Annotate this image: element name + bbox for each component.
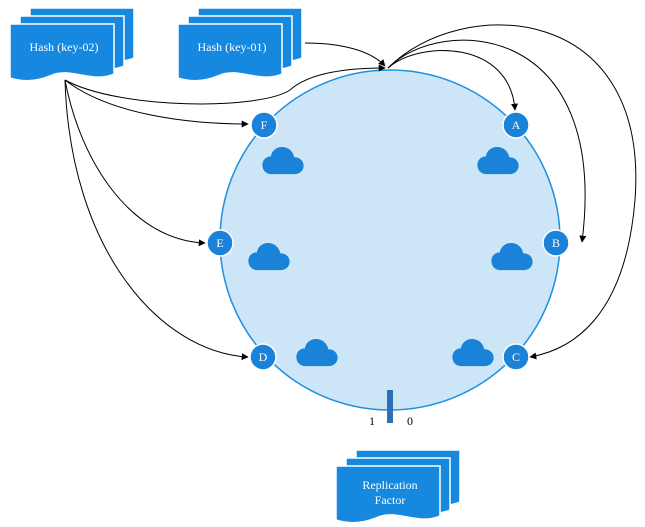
arrow-key01-to-B xyxy=(387,39,587,243)
ring-tick-right: 0 xyxy=(407,414,413,428)
node-label: B xyxy=(552,236,560,250)
hash-key01-label: Hash (key-01) xyxy=(198,40,267,54)
ring-node-B[interactable]: B xyxy=(542,229,570,257)
arrow-key01-to-C xyxy=(387,24,637,360)
replication-factor-document-stack[interactable]: Replication Factor xyxy=(335,449,461,524)
arrow-key02-to-F xyxy=(64,79,249,128)
ring-node-F[interactable]: F xyxy=(250,111,278,139)
replication-factor-label-line2: Factor xyxy=(375,493,406,507)
ring-node-C[interactable]: C xyxy=(502,343,530,371)
hash-key02-label: Hash (key-02) xyxy=(30,40,99,54)
ring-node-D[interactable]: D xyxy=(249,343,277,371)
node-label: F xyxy=(261,118,268,132)
node-label: D xyxy=(259,350,268,364)
arrow-key02-to-ring-top xyxy=(64,64,386,105)
arrow-key02-to-E xyxy=(64,79,206,247)
ring-zero-marker xyxy=(387,390,393,423)
ring-tick-left: 1 xyxy=(369,414,375,428)
ring-node-E[interactable]: E xyxy=(206,229,234,257)
hash-key02-document-stack[interactable]: Hash (key-02) xyxy=(9,7,135,82)
ring-node-A[interactable]: A xyxy=(502,111,530,139)
hash-key01-document-stack[interactable]: Hash (key-01) xyxy=(177,7,303,82)
node-label: E xyxy=(216,236,223,250)
replication-factor-label-line1: Replication xyxy=(362,478,417,492)
arrow-key01-to-A xyxy=(387,50,519,111)
node-label: C xyxy=(512,350,520,364)
arrow-key02-to-D xyxy=(64,79,249,361)
arrow-key01-to-ring-top xyxy=(304,42,386,67)
node-label: A xyxy=(512,118,521,132)
